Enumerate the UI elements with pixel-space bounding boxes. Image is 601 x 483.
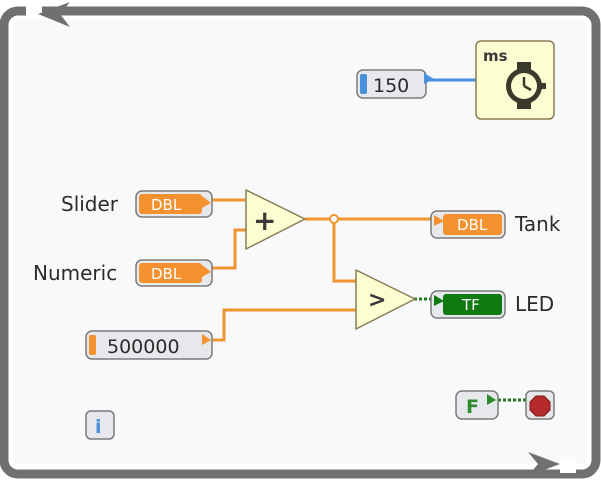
tank-type: DBL	[457, 216, 488, 234]
iteration-glyph: i	[95, 416, 102, 438]
wire-threshold	[212, 308, 356, 342]
stop-sign-icon	[529, 395, 551, 417]
add-node[interactable]: +	[245, 189, 306, 250]
slider-type: DBL	[151, 196, 182, 214]
iteration-terminal[interactable]: i	[85, 410, 115, 440]
add-symbol: +	[253, 204, 276, 237]
wait-ms-constant[interactable]: 150	[356, 69, 434, 99]
stopwatch-icon	[506, 62, 546, 109]
tank-label: Tank	[515, 212, 561, 236]
led-terminal[interactable]: TF	[430, 290, 506, 319]
greater-symbol: >	[368, 288, 386, 313]
led-label: LED	[515, 292, 555, 316]
loop-arrow-right-icon	[528, 452, 560, 476]
stop-constant-value: F	[466, 396, 479, 418]
stop-boolean-constant[interactable]: F	[455, 390, 499, 420]
numeric-label: Numeric	[33, 261, 118, 285]
wait-ms-node[interactable]: ms	[475, 40, 555, 120]
loop-condition-terminal[interactable]	[525, 390, 555, 420]
wire-junction	[329, 214, 339, 224]
slider-terminal[interactable]: DBL	[135, 190, 213, 218]
tank-terminal[interactable]: DBL	[430, 210, 506, 239]
led-type: TF	[461, 296, 480, 314]
loop-arrow-left-icon	[38, 2, 70, 27]
wire-numeric	[212, 228, 246, 270]
numeric-terminal[interactable]: DBL	[135, 259, 213, 287]
wait-ms-constant-value: 150	[373, 75, 409, 97]
wait-unit-label: ms	[483, 47, 508, 65]
slider-label: Slider	[61, 192, 119, 216]
threshold-constant[interactable]: 500000	[85, 330, 213, 360]
numeric-type: DBL	[151, 265, 182, 283]
threshold-value: 500000	[107, 336, 180, 358]
wires[interactable]	[212, 78, 526, 402]
greater-node[interactable]: >	[355, 269, 416, 330]
wire-sum-compare	[332, 219, 356, 283]
